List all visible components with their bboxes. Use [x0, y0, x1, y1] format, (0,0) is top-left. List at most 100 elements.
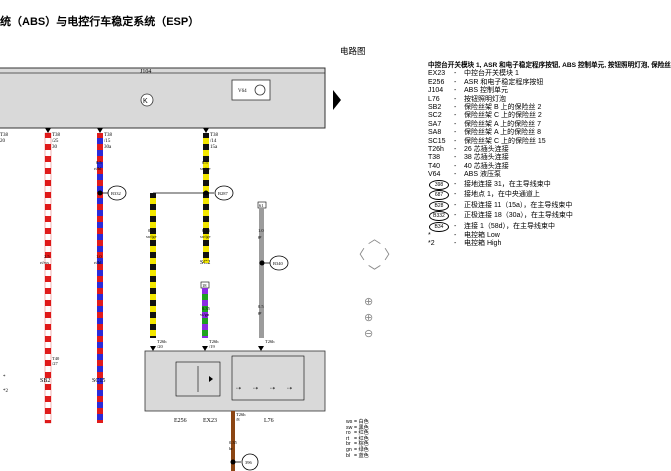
legend-ref-row: B34-连接 1（58d），在主导线束中 [428, 221, 613, 232]
ref-b287 [214, 185, 234, 201]
legend-row: EX23-中控台开关模块 1 [428, 70, 519, 78]
svg-text:gr: gr [258, 234, 262, 239]
svg-text:B287: B287 [218, 191, 229, 196]
e256-switch [175, 361, 221, 397]
lamp-led-icons: ⇢⇢⇢⇢ [236, 386, 292, 392]
legend-row: SB2-保险丝架 B 上的保险丝 2 [428, 103, 542, 111]
svg-text:br: br [229, 446, 233, 451]
svg-text:rt/bl: rt/bl [94, 260, 102, 265]
color-key-row: ro= 红色 [346, 430, 369, 437]
svg-text:/8: /8 [236, 417, 240, 422]
svg-text:0.5: 0.5 [258, 304, 264, 309]
svg-text:sw/ge: sw/ge [200, 166, 211, 171]
e256-label: E256 [174, 418, 187, 424]
svg-text:/25: /25 [52, 139, 59, 144]
j104-label: J104 [140, 69, 151, 75]
legend-row: E256-ASR 和电子稳定程序按钮 [428, 78, 544, 86]
svg-text:18: 18 [202, 283, 207, 288]
color-key-row: br= 棕色 [346, 441, 369, 448]
svg-text:vi/gn: vi/gn [200, 312, 210, 317]
svg-text:0.5: 0.5 [202, 160, 208, 165]
legend-ref-row: 687-接地点 1，在中央通道上 [428, 190, 613, 201]
v64-label: V64 [238, 89, 247, 94]
svg-text:T26h: T26h [265, 339, 275, 344]
legend-row: V64-ABS 液压泵 [428, 171, 501, 179]
ref-396 [241, 453, 259, 471]
wire-rt-bl [97, 133, 103, 423]
svg-text:/20: /20 [157, 344, 164, 349]
wire-rt-ws [44, 132, 52, 424]
svg-text:1.0: 1.0 [258, 228, 264, 233]
svg-text:B340: B340 [273, 261, 284, 266]
ref-b340 [269, 255, 289, 271]
svg-text:T38: T38 [104, 133, 113, 138]
svg-text:20: 20 [0, 139, 6, 144]
legend-ref-row: 398-接地连接 31，在主导线束中 [428, 179, 613, 190]
svg-text:30: 30 [52, 145, 58, 150]
legend-note-row: *2-电控箱 High [428, 240, 502, 248]
svg-text:*2: *2 [3, 389, 9, 394]
color-key-row: ws= 白色 [346, 419, 369, 425]
legend-row: T40-40 芯插头连接 [428, 162, 509, 170]
color-key-row: rt= 红色 [346, 435, 369, 442]
wire-br [231, 411, 235, 471]
svg-text:61: 61 [259, 203, 264, 208]
svg-text:15a: 15a [210, 145, 218, 150]
zoom-in-icon[interactable]: ⊕ [364, 296, 374, 308]
svg-text:T38: T38 [0, 133, 9, 138]
svg-text:*: * [3, 375, 6, 380]
k-symbol: K [143, 98, 148, 105]
legend-row: SC15-保险丝架 C 上的保险丝 15 [428, 137, 546, 145]
svg-text:B332: B332 [111, 191, 121, 196]
svg-text:1.0: 1.0 [96, 254, 102, 259]
fuse-sb2-label: SB2 [40, 378, 50, 384]
svg-text:0.5: 0.5 [96, 160, 102, 165]
legend-row: SC2-保险丝架 C 上的保险丝 2 [428, 112, 542, 120]
pan-left-icon[interactable]: 〈 [352, 247, 366, 262]
wiring-diagram: J104 V64 K T38 20 T38 /25 30 T38 /15 30a… [0, 67, 341, 471]
svg-text:T26h: T26h [209, 339, 219, 344]
l76-label: L76 [264, 418, 274, 424]
svg-text:/14: /14 [210, 139, 217, 144]
color-key-row: gn= 绿色 [346, 446, 369, 453]
legend-row: SA7-保险丝架 A 上的保险丝 7 [428, 120, 542, 128]
svg-text:0.35: 0.35 [202, 228, 211, 233]
color-key-row: bl= 蓝色 [346, 452, 369, 459]
diagram-navigation: ︿ 〈 〉 ﹀ ⊕ ⊕ ⊖ [352, 232, 400, 352]
svg-text:sw/ge: sw/ge [146, 234, 157, 239]
continue-arrow-icon[interactable] [333, 90, 341, 110]
zoom-icon[interactable]: ⊕ [364, 312, 374, 324]
legend-note-row: *-电控箱 Low [428, 231, 500, 239]
pump-motor-icon [254, 84, 266, 96]
svg-text:T38: T38 [52, 133, 61, 138]
svg-text:/27: /27 [52, 361, 59, 366]
fuse-sc15-label: SC15 [92, 378, 105, 384]
svg-text:T26h: T26h [236, 412, 246, 417]
component-legend: 中控台开关模块 1, ASR 和电子稳定程序按钮, ABS 控制单元, 按钮照明… [428, 62, 671, 249]
j104-ground-icon [140, 93, 154, 107]
sheet-label: 电路图 [340, 46, 366, 56]
svg-text:rt/ws: rt/ws [40, 260, 49, 265]
svg-text:sw/ge: sw/ge [200, 234, 211, 239]
svg-text:0.35: 0.35 [229, 440, 238, 445]
legend-ref-row: B28-正极连接 11（15a），在主导线束中 [428, 200, 613, 211]
svg-text:2.5: 2.5 [44, 254, 50, 259]
svg-text:0.35: 0.35 [148, 228, 157, 233]
svg-text:gr: gr [258, 310, 262, 315]
pan-up-icon[interactable]: ︿ [368, 231, 382, 246]
svg-text:/19: /19 [209, 344, 216, 349]
pan-down-icon[interactable]: ﹀ [368, 264, 382, 279]
legend-title: 中控台开关模块 1, ASR 和电子稳定程序按钮, ABS 控制单元, 按钮照明… [428, 62, 671, 69]
j104-box [0, 67, 326, 129]
pan-right-icon[interactable]: 〉 [384, 247, 398, 262]
legend-row: T26h-26 芯插头连接 [428, 145, 509, 153]
zoom-out-icon[interactable]: ⊖ [364, 328, 374, 340]
svg-text:0.35: 0.35 [202, 306, 211, 311]
svg-text:⇢: ⇢ [253, 386, 258, 392]
legend-ref-row: B332-正极连接 18（30a），在主导线束中 [428, 211, 613, 222]
bus-connector: T38 20 T38 /25 30 T38 /15 30a T38 /14 15… [0, 133, 219, 150]
wire-gr [259, 208, 264, 338]
legend-row: L76-按钮照明灯泡 [428, 95, 506, 103]
svg-text:⇢: ⇢ [236, 386, 241, 392]
